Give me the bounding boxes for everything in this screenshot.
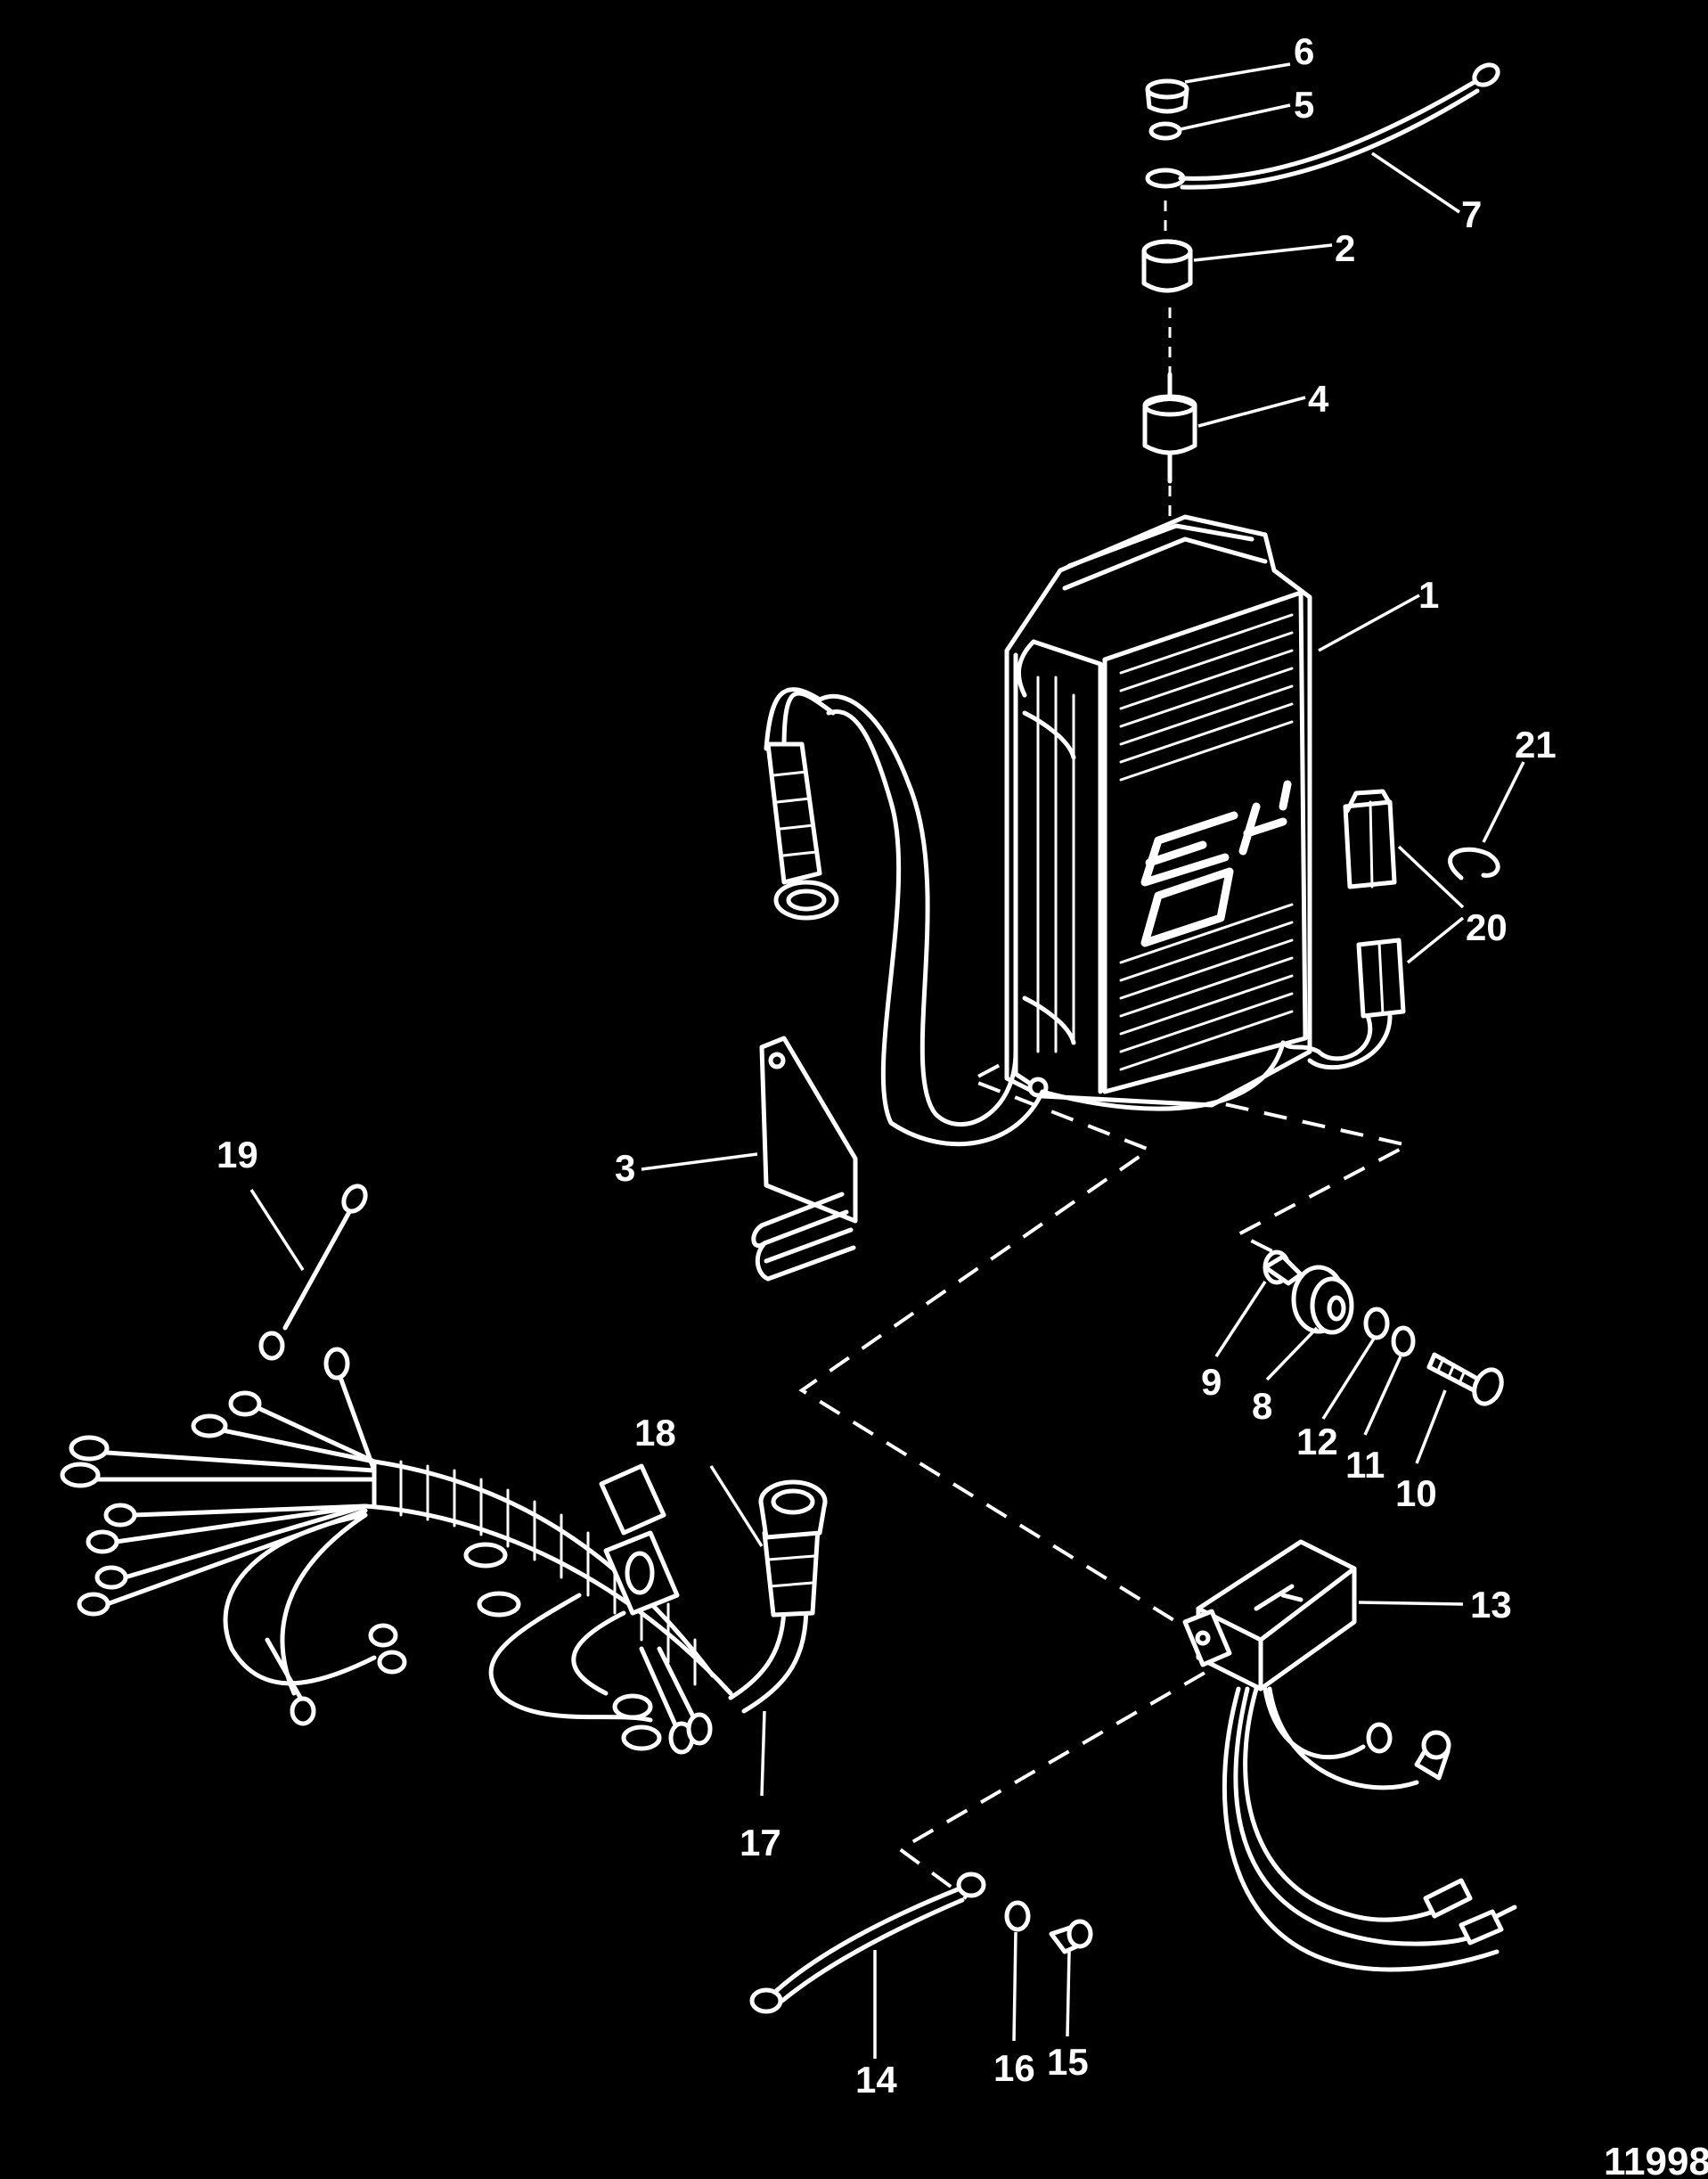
callout-21: 21 — [1515, 724, 1557, 766]
callout-3: 3 — [615, 1147, 635, 1189]
lockwasher-11 — [1391, 1325, 1416, 1357]
callout-5: 5 — [1294, 84, 1314, 126]
connector-20-upper — [1343, 789, 1397, 889]
callout-9: 9 — [1201, 1361, 1222, 1403]
harness-connector-18 — [728, 1479, 828, 1714]
callout-18: 18 — [634, 1412, 676, 1454]
washer-16 — [1004, 1900, 1031, 1932]
screw-10 — [1426, 1352, 1504, 1406]
sleeve-9 — [1263, 1249, 1303, 1286]
callout-14: 14 — [855, 2059, 897, 2101]
connector-20-lower — [1280, 938, 1406, 1070]
nut-6 — [1145, 78, 1189, 114]
leader-lines — [249, 62, 1525, 2059]
callout-8: 8 — [1252, 1385, 1272, 1427]
ecu-cable-and-connector — [764, 687, 1286, 1147]
figure-number: 11998 — [1604, 2140, 1708, 2179]
assembly-line-module-to-ground — [896, 1651, 1240, 1900]
callout-11: 11 — [1345, 1444, 1385, 1486]
ecu-1 — [1004, 514, 1312, 1108]
ground-strap-19 — [258, 1184, 368, 1361]
callout-20: 20 — [1466, 906, 1508, 948]
callout-17: 17 — [740, 1822, 781, 1864]
screw-15 — [1049, 1919, 1093, 1954]
callout-13: 13 — [1470, 1584, 1512, 1626]
ground-wire-7 — [1145, 62, 1500, 190]
washer-5 — [1148, 121, 1182, 141]
callout-labels: 6 5 7 2 4 1 21 20 3 19 9 8 12 11 10 13 1… — [217, 30, 1708, 2179]
bracket-3 — [751, 1036, 858, 1282]
cooling-fins-lower — [1119, 903, 1294, 1071]
callout-6: 6 — [1294, 30, 1314, 72]
wire-harness-17 — [60, 1347, 733, 1755]
grommet-8 — [1291, 1265, 1354, 1335]
callout-7: 7 — [1461, 193, 1482, 235]
callout-16: 16 — [993, 2047, 1035, 2089]
ground-wire-14 — [749, 1872, 986, 2014]
module-13 — [1182, 1539, 1517, 1972]
clip-21 — [1448, 847, 1500, 881]
washer-12 — [1363, 1307, 1390, 1340]
callout-19: 19 — [217, 1134, 258, 1176]
callout-10: 10 — [1395, 1472, 1437, 1514]
callout-2: 2 — [1335, 227, 1355, 269]
mount-4 — [1142, 372, 1197, 484]
efi-logo — [1140, 780, 1292, 947]
callout-12: 12 — [1296, 1421, 1338, 1462]
cooling-fins-upper — [1119, 613, 1294, 782]
callout-1: 1 — [1418, 574, 1439, 616]
callout-15: 15 — [1047, 2041, 1089, 2083]
callout-4: 4 — [1308, 378, 1329, 420]
assembly-line-ecu-to-grommet — [1148, 1085, 1413, 1258]
assembly-line-ecu-to-harness — [798, 1045, 1200, 1637]
spacer-2 — [1141, 239, 1193, 293]
